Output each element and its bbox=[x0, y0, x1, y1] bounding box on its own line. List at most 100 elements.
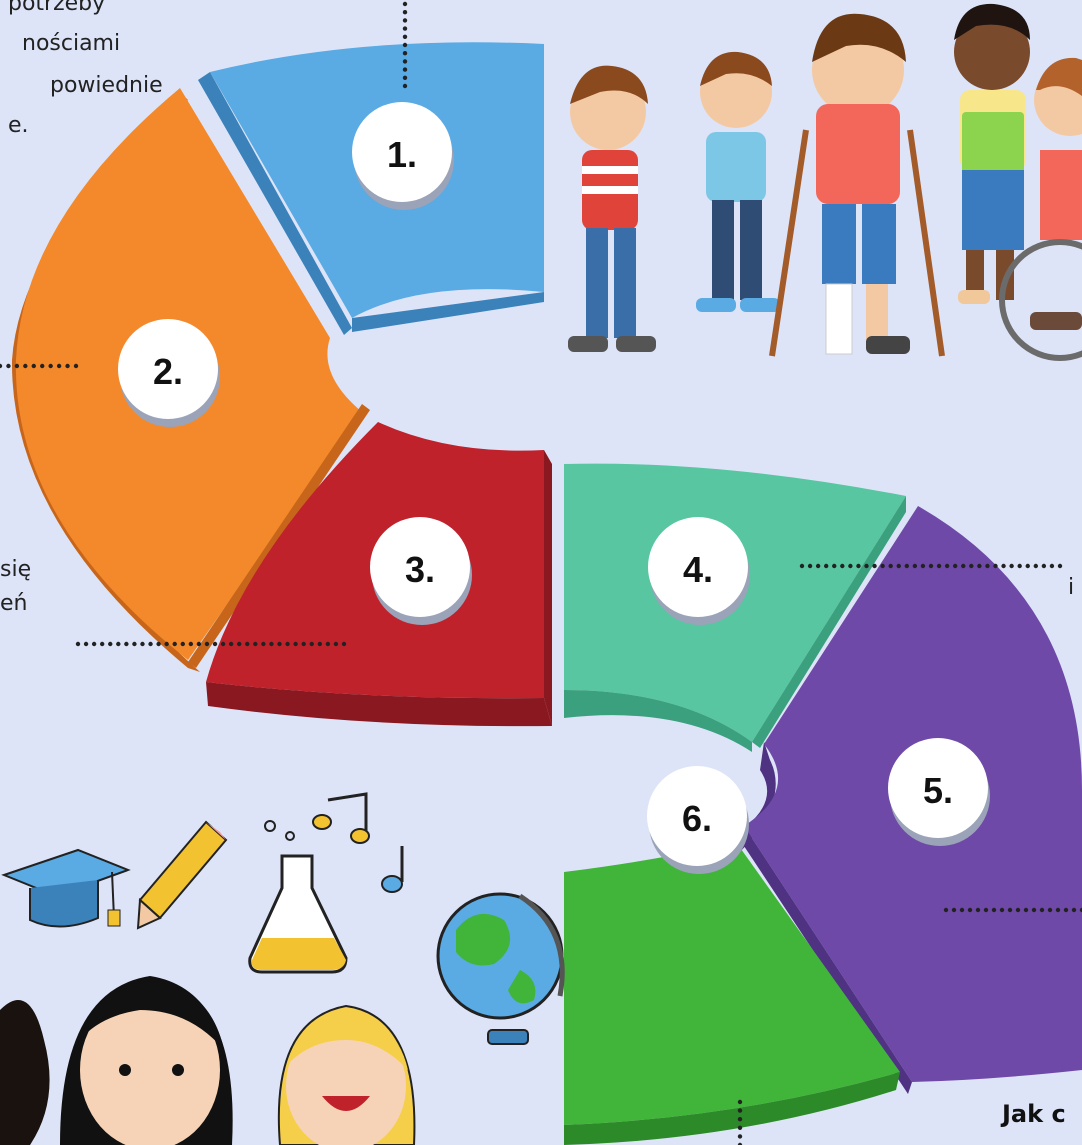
leader-dot bbox=[815, 563, 821, 569]
top-left-text-line-2: nościami bbox=[22, 31, 121, 56]
mid-left-text-line-1: się bbox=[0, 557, 32, 582]
leader-line-3 bbox=[75, 641, 347, 647]
pencil-icon bbox=[136, 820, 228, 930]
segment-4-bottom bbox=[564, 690, 752, 752]
leader-dot bbox=[912, 563, 918, 569]
leader-dot bbox=[737, 1108, 743, 1113]
music-notes-icon bbox=[312, 792, 404, 893]
girl-dark-hair-icon bbox=[60, 976, 233, 1145]
leader-dot bbox=[999, 907, 1005, 913]
leader-dot bbox=[943, 907, 949, 913]
leader-dot bbox=[951, 907, 957, 913]
leader-dot bbox=[985, 563, 990, 569]
leader-dot bbox=[737, 1117, 743, 1122]
leader-dot bbox=[188, 641, 194, 647]
leader-line-4 bbox=[799, 563, 1063, 569]
leader-dot bbox=[309, 641, 314, 647]
leader-dot bbox=[333, 641, 339, 647]
leader-dot bbox=[73, 363, 79, 369]
badge-4-label: 4. bbox=[683, 549, 713, 590]
leader-dot bbox=[172, 641, 177, 647]
leader-dot bbox=[1017, 563, 1022, 569]
segment-6-face bbox=[564, 842, 900, 1125]
leader-dot bbox=[402, 18, 408, 23]
leader-dot bbox=[848, 563, 853, 569]
leader-line-2 bbox=[0, 363, 79, 369]
school-illustration-bottom bbox=[0, 792, 565, 1145]
leader-dot bbox=[864, 563, 869, 569]
girl-curly-hair-icon bbox=[0, 1000, 50, 1145]
leader-dot bbox=[40, 363, 45, 369]
leader-dot bbox=[402, 83, 408, 89]
leader-dot bbox=[124, 641, 129, 647]
leader-dot bbox=[132, 641, 137, 647]
leader-dot bbox=[293, 641, 298, 647]
leader-line-6 bbox=[737, 1099, 743, 1145]
leader-dot bbox=[0, 363, 3, 369]
leader-dot bbox=[1009, 563, 1014, 569]
segment-3-right bbox=[544, 450, 552, 726]
leader-dot bbox=[204, 641, 210, 647]
leader-dot bbox=[402, 34, 408, 39]
leader-dot bbox=[253, 641, 258, 647]
leader-dot bbox=[1071, 907, 1077, 913]
badge-2-circle bbox=[118, 319, 218, 419]
leader-dot bbox=[993, 563, 998, 569]
leader-dot bbox=[1057, 563, 1063, 569]
leader-dot bbox=[212, 641, 218, 647]
child-wheelchair-icon bbox=[999, 57, 1082, 361]
leader-dot bbox=[904, 563, 910, 569]
leader-dot bbox=[277, 641, 282, 647]
graduation-cap-icon bbox=[1, 848, 131, 928]
leader-dot bbox=[1039, 907, 1045, 913]
badge-1-label: 1. bbox=[387, 134, 417, 175]
badge-4: 4. bbox=[648, 517, 750, 625]
leader-line-5 bbox=[943, 907, 1082, 913]
leader-dot bbox=[23, 363, 28, 369]
bottom-right-heading: Jak c bbox=[1002, 1100, 1066, 1128]
leader-dot bbox=[402, 42, 408, 48]
leader-dot bbox=[944, 563, 950, 569]
leader-dot bbox=[164, 641, 169, 647]
leader-dot bbox=[856, 563, 861, 569]
badge-2: 2. bbox=[118, 319, 220, 427]
leader-dot bbox=[402, 59, 408, 64]
leader-dot bbox=[737, 1134, 743, 1139]
leader-dot bbox=[402, 51, 408, 56]
leader-dot bbox=[245, 641, 250, 647]
leader-dot bbox=[1015, 907, 1021, 913]
children-illustration-top bbox=[568, 3, 1082, 361]
leader-dot bbox=[48, 363, 53, 369]
leader-dot bbox=[888, 563, 893, 569]
leader-dot bbox=[6, 363, 11, 369]
leader-line-1 bbox=[402, 1, 408, 89]
leader-dot bbox=[14, 363, 20, 369]
leader-dot bbox=[799, 563, 805, 569]
leader-dot bbox=[285, 641, 290, 647]
leader-dot bbox=[840, 563, 845, 569]
leader-dot bbox=[228, 641, 234, 647]
leader-dot bbox=[807, 563, 813, 569]
leader-dot bbox=[402, 75, 408, 81]
badge-3-label: 3. bbox=[405, 549, 435, 590]
top-left-text-line-1: potrzeby bbox=[8, 0, 106, 16]
segment-5-bottom bbox=[740, 826, 912, 1094]
leader-dot bbox=[737, 1125, 743, 1131]
segment-6 bbox=[564, 842, 900, 1145]
badge-5: 5. bbox=[888, 738, 990, 846]
badge-5-circle bbox=[888, 738, 988, 838]
leader-dot bbox=[180, 641, 185, 647]
leader-dot bbox=[31, 363, 36, 369]
leader-dot bbox=[1023, 907, 1029, 913]
leader-dot bbox=[317, 641, 323, 647]
segment-1-side bbox=[198, 72, 352, 335]
leader-dot bbox=[261, 641, 266, 647]
leader-dot bbox=[823, 563, 829, 569]
badge-6: 6. bbox=[647, 766, 749, 874]
leader-dot bbox=[341, 641, 347, 647]
badge-1: 1. bbox=[352, 102, 454, 210]
child-crutches-icon bbox=[769, 13, 945, 357]
leader-dot bbox=[936, 563, 942, 569]
leader-dot bbox=[1001, 563, 1006, 569]
